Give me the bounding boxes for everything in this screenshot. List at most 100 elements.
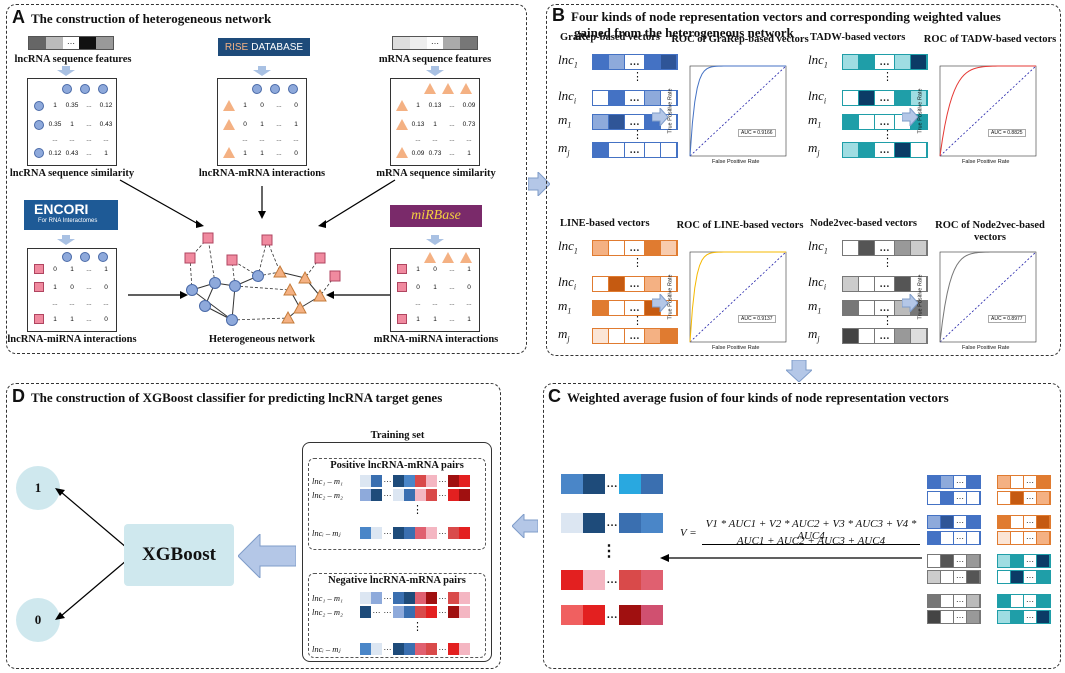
- heterogeneous-network-label: Heterogeneous network: [208, 334, 316, 345]
- row-label: mj: [558, 140, 570, 158]
- pair-label: lnc₁ – m₁: [312, 593, 343, 603]
- matrix-cell: ...: [259, 136, 265, 143]
- matrix-cell: 0.35: [48, 121, 62, 128]
- pair-label: lncᵢ – mⱼ: [312, 528, 341, 538]
- matrix-cell: 0: [416, 284, 420, 291]
- matrix-cell: 0: [260, 102, 264, 109]
- line-vector: …: [592, 240, 678, 256]
- matrix-cell: 1: [467, 316, 471, 323]
- lncrna-similarity-label: lncRNA sequence similarity: [9, 168, 135, 179]
- node2vec-vector: …: [842, 276, 928, 292]
- matrix-cell: 1: [416, 102, 420, 109]
- matrix-cell: ...: [86, 136, 92, 143]
- roc-auc-legend: AUC = 0.9166: [738, 129, 776, 137]
- vertical-ellipsis: ⋮: [632, 257, 643, 269]
- vertical-ellipsis: ⋮: [412, 504, 423, 516]
- tadw-roc-plot: [939, 65, 1037, 157]
- heterogeneous-network-graph: [184, 232, 341, 326]
- mrna-similarity-matrix: [390, 78, 480, 166]
- matrix-cell: ...: [86, 316, 92, 323]
- classifier-arrows: [55, 488, 128, 620]
- matrix-cell: ...: [276, 136, 282, 143]
- row-label: lnci: [808, 88, 827, 106]
- node2vec-vectors-title: Node2vec-based vectors: [810, 218, 918, 229]
- node2vec-vector: …: [842, 240, 928, 256]
- roc-xlabel: False Positive Rate: [712, 345, 760, 351]
- matrix-cell: 1: [433, 284, 437, 291]
- encori-logo: ENCORI For RNA Interactomes: [24, 200, 118, 230]
- matrix-cell: ...: [86, 121, 92, 128]
- line-roc-title: ROC of LINE-based vectors: [676, 220, 804, 231]
- matrix-cell: 1: [260, 121, 264, 128]
- row-label: lnci: [558, 274, 577, 292]
- matrix-cell: ...: [103, 136, 109, 143]
- positive-pairs-label: Positive lncRNA-mRNA pairs: [330, 460, 464, 471]
- node2vec-roc-plot: [939, 251, 1037, 343]
- row-label: lnc1: [558, 238, 578, 256]
- vertical-ellipsis: ⋮: [632, 71, 643, 83]
- input-vector: …: [997, 610, 1051, 624]
- vertical-ellipsis: ⋮: [882, 71, 893, 83]
- row-label: lnc1: [558, 52, 578, 70]
- input-vector: …: [997, 515, 1051, 529]
- roc-auc-legend: AUC = 0.9137: [738, 315, 776, 323]
- matrix-cell: 0.09: [411, 150, 425, 157]
- node2vec-roc-title: ROC of Node2vec-based vectors: [935, 220, 1045, 243]
- matrix-cell: ...: [449, 150, 455, 157]
- roc-auc-legend: AUC = 0.8825: [988, 129, 1026, 137]
- matrix-cell: ...: [103, 300, 109, 307]
- negative-pairs-box: [308, 573, 486, 658]
- small-right-arrow: [652, 108, 668, 126]
- matrix-cell: ...: [86, 150, 92, 157]
- matrix-cell: ...: [449, 121, 455, 128]
- panel-c: [543, 383, 1061, 669]
- pair-vector: ………: [360, 606, 470, 618]
- fused-vector: …: [561, 474, 663, 494]
- roc-ylabel: True Positive Rate: [917, 274, 924, 320]
- matrix-cell: 1: [260, 150, 264, 157]
- matrix-cell: 0.13: [428, 102, 442, 109]
- panel-a: [6, 4, 527, 354]
- panel-b: [546, 4, 1061, 356]
- matrix-cell: ...: [449, 136, 455, 143]
- input-vector: …: [927, 610, 981, 624]
- positive-pairs-box: [308, 458, 486, 550]
- row-label: mj: [808, 326, 820, 344]
- lncrna-mirna-matrix: [27, 248, 117, 332]
- input-vector: …: [997, 554, 1051, 568]
- matrix-cell: 1: [104, 150, 108, 157]
- matrix-cell: ...: [86, 300, 92, 307]
- lncrna-similarity-matrix: [27, 78, 117, 166]
- line-vector: …: [592, 328, 678, 344]
- small-right-arrow: [902, 108, 918, 126]
- matrix-cell: ...: [276, 150, 282, 157]
- matrix-cell: 0: [70, 284, 74, 291]
- tadw-vector: …: [842, 90, 928, 106]
- tadw-roc-title: ROC of TADW-based vectors: [923, 34, 1057, 45]
- matrix-cell: 1: [433, 121, 437, 128]
- matrix-cell: ...: [415, 136, 421, 143]
- matrix-cell: 1: [104, 266, 108, 273]
- row-label: lnci: [558, 88, 577, 106]
- roc-auc-legend: AUC = 0.8977: [988, 315, 1026, 323]
- matrix-cell: 0.43: [99, 121, 113, 128]
- matrix-cell: 0.12: [99, 102, 113, 109]
- training-set-label: Training set: [370, 430, 425, 441]
- matrix-cell: 0.73: [428, 150, 442, 157]
- matrix-cell: ...: [276, 121, 282, 128]
- roc-xlabel: False Positive Rate: [712, 159, 760, 165]
- lncrna-mrna-matrix: [217, 78, 307, 166]
- mrna-mirna-label: mRNA-miRNA interactions: [373, 334, 499, 345]
- matrix-cell: 0: [467, 284, 471, 291]
- line-roc-plot: [689, 251, 787, 343]
- vertical-ellipsis: ⋮: [632, 129, 643, 141]
- vertical-ellipsis: ⋮: [601, 543, 617, 560]
- tadw-vectors-title: TADW-based vectors: [810, 32, 906, 43]
- matrix-cell: 0.73: [462, 121, 476, 128]
- fused-vector: …: [561, 570, 663, 590]
- mrna-feature-bar: …: [392, 36, 478, 50]
